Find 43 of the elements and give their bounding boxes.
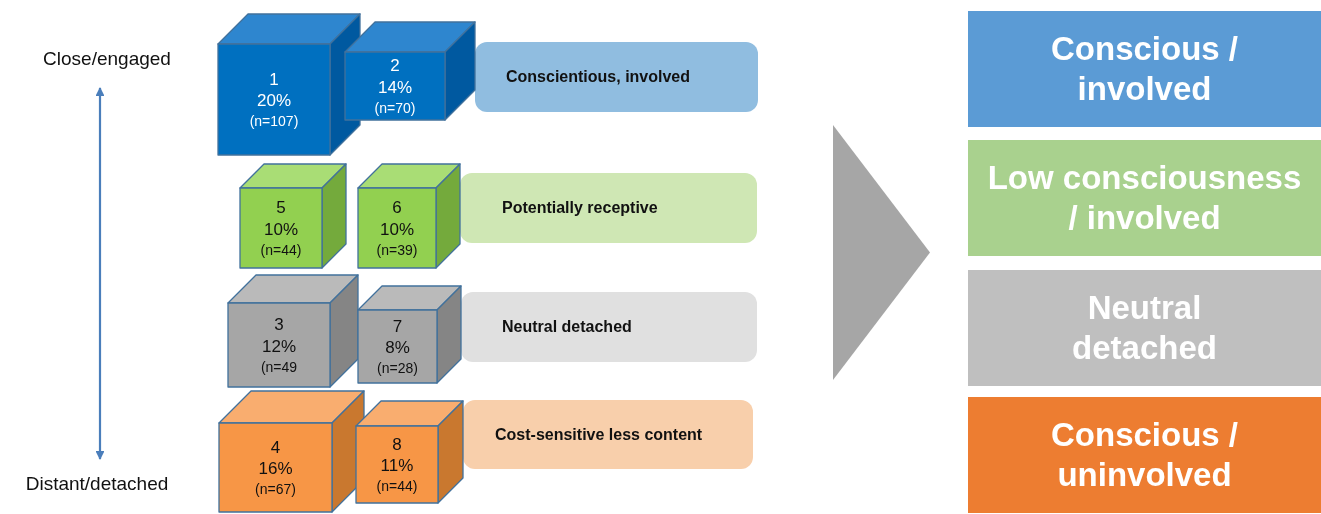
sample-size: (n=70) xyxy=(374,99,416,116)
segment-percentage: 8% xyxy=(385,338,410,358)
sample-size: (n=39) xyxy=(376,241,418,258)
segment-percentage: 14% xyxy=(378,77,412,98)
category-box xyxy=(968,140,1321,256)
category-label: Low consciousness / involved xyxy=(986,158,1303,238)
category-label: Neutral detached xyxy=(1071,288,1218,368)
segment-band xyxy=(475,42,758,112)
sample-size: (n=28) xyxy=(377,360,418,377)
segment-percentage: 16% xyxy=(258,459,293,479)
sample-size: (n=44) xyxy=(376,478,418,495)
segment-percentage: 12% xyxy=(262,336,296,357)
band-label: Potentially receptive xyxy=(502,199,658,217)
segment-number: 8 xyxy=(392,434,402,455)
segment-band xyxy=(461,292,757,362)
category-box xyxy=(968,11,1321,127)
segment-percentage: 20% xyxy=(257,91,291,111)
segment-number: 7 xyxy=(392,316,403,337)
category-label: Conscious / uninvolved xyxy=(1050,415,1239,495)
segment-number: 5 xyxy=(276,198,286,218)
category-label: Conscious / involved xyxy=(1050,29,1239,109)
axis-end-label: Distant/detached xyxy=(10,473,184,499)
segment-number: 2 xyxy=(390,56,400,76)
segment-band xyxy=(463,400,753,469)
category-box xyxy=(968,397,1321,513)
sample-size: (n=49 xyxy=(260,358,298,375)
segment-percentage: 11% xyxy=(380,456,414,476)
axis-end-label: Close/engaged xyxy=(30,48,184,74)
segment-number: 4 xyxy=(270,437,281,458)
sample-size: (n=107) xyxy=(249,113,299,130)
category-box xyxy=(968,270,1321,386)
segment-percentage: 10% xyxy=(264,219,298,240)
segment-number: 1 xyxy=(269,69,279,90)
band-label: Conscientious, involved xyxy=(506,68,691,86)
sample-size: (n=44) xyxy=(260,241,302,258)
segment-band xyxy=(460,173,757,243)
segment-number: 3 xyxy=(274,315,284,335)
segment-number: 6 xyxy=(392,198,402,218)
double-arrow xyxy=(95,87,105,460)
segment-percentage: 10% xyxy=(380,219,414,240)
band-label: Cost-sensitive less content xyxy=(495,425,703,444)
band-label: Neutral detached xyxy=(502,318,632,336)
sample-size: (n=67) xyxy=(255,481,296,498)
